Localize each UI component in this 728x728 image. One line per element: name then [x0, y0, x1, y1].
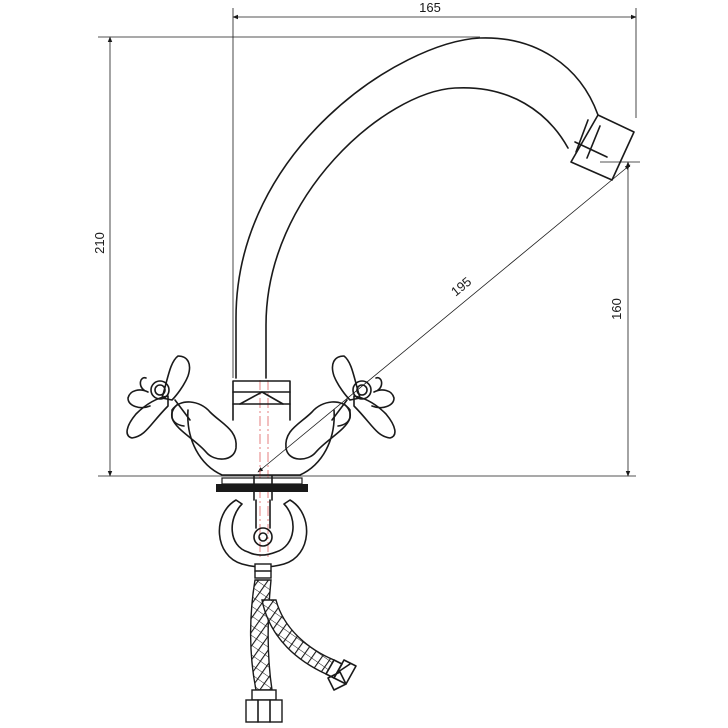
dimension-diagonal: 195: [257, 164, 631, 473]
left-handle: [126, 355, 237, 460]
dimension-height-right: 160: [600, 161, 640, 477]
hose-fitting-bottom: [245, 689, 283, 723]
faucet-spout: [235, 37, 635, 379]
dimension-height-left-label: 210: [92, 232, 107, 254]
spout-nut: [232, 380, 291, 405]
braided-hoses: [249, 579, 336, 691]
hose-fitting-top: [254, 563, 272, 579]
faucet-body: [187, 403, 335, 476]
mounting-plate: [216, 475, 308, 501]
right-handle: [285, 355, 396, 460]
dimension-width: 165: [232, 0, 637, 378]
dimension-diagonal-label: 195: [448, 274, 474, 299]
dimension-height-right-label: 160: [609, 298, 624, 320]
hose-fitting-side: [325, 659, 357, 691]
horseshoe-clamp: [218, 499, 308, 568]
dimension-width-label: 165: [419, 0, 441, 15]
dimension-height-left: 210: [92, 36, 636, 477]
